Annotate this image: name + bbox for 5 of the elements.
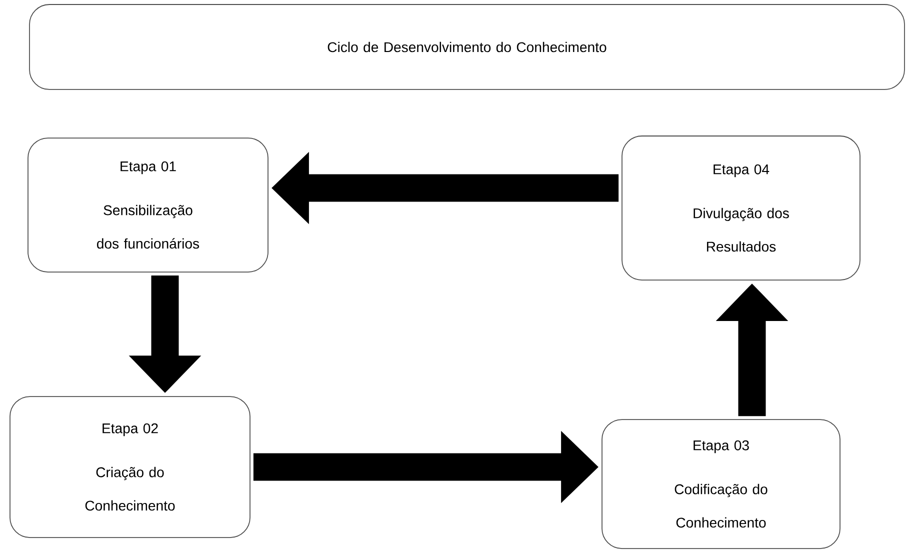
title-box: Ciclo de Desenvolvimento do Conhecimento	[29, 4, 905, 90]
stage-box: Etapa 02 Criação do Conhecimento	[10, 396, 250, 538]
stage-box: Etapa 04 Divulgação dos Resultados	[622, 136, 860, 280]
stage-box: Etapa 03 Codificação do Conhecimento	[602, 419, 840, 549]
stage-box: Etapa 01 Sensibilização dos funcionários	[28, 138, 268, 272]
